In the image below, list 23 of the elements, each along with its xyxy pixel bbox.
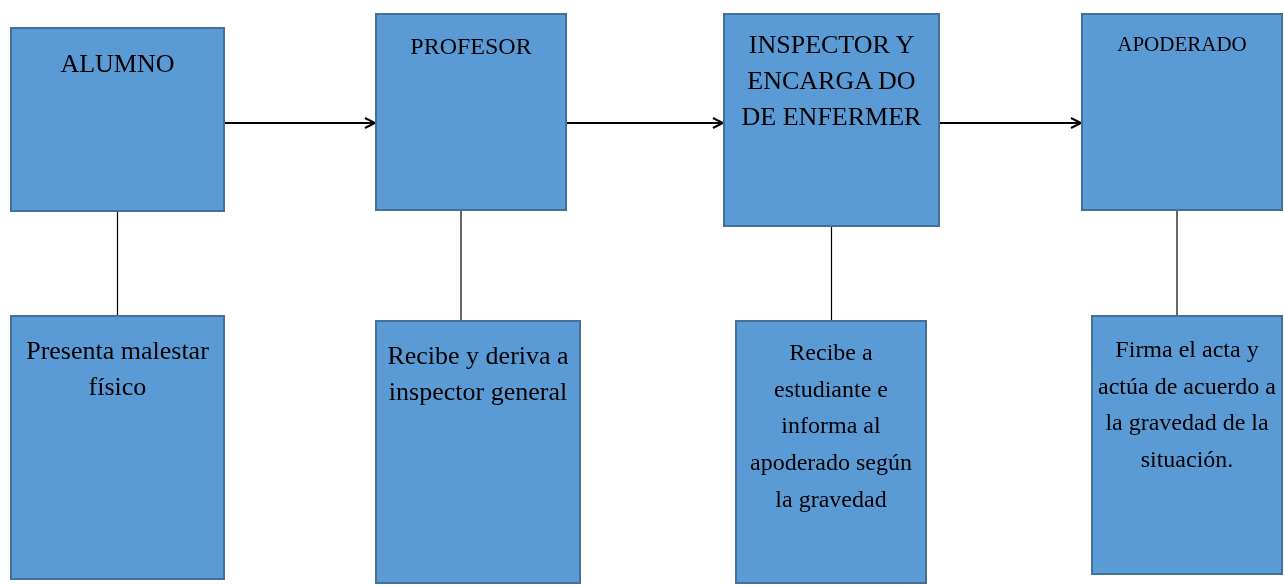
arrow <box>224 117 376 129</box>
box-text: Presenta malestar físico <box>25 335 210 404</box>
step-box <box>10 315 225 580</box>
arrow <box>939 117 1082 129</box>
step-box <box>375 320 581 584</box>
role-box <box>10 27 225 212</box>
step-box <box>735 320 927 584</box>
arrow <box>566 117 724 129</box>
box-text: APODERADO <box>1117 31 1247 58</box>
role-box <box>1081 13 1283 211</box>
role-box <box>723 13 940 227</box>
connector-line <box>830 226 833 321</box>
box-text: PROFESOR <box>410 32 532 61</box>
box-text: INSPECTOR Y ENCARGA DO DE ENFERMER <box>740 29 923 133</box>
box-text: Recibe y deriva a inspector general <box>386 340 570 409</box>
connector-line <box>116 211 119 316</box>
step-box <box>1091 315 1283 575</box>
role-box <box>375 13 567 211</box>
box-text: Firma el acta y actúa de acuerdo a la gravedad de la situación. <box>1097 335 1277 475</box>
box-text: Recibe a estudiante e informa al apoderado según la gravedad <box>749 338 913 514</box>
connector-line <box>1176 210 1178 316</box>
connector-line <box>460 210 462 321</box>
box-text: ALUMNO <box>60 48 175 80</box>
